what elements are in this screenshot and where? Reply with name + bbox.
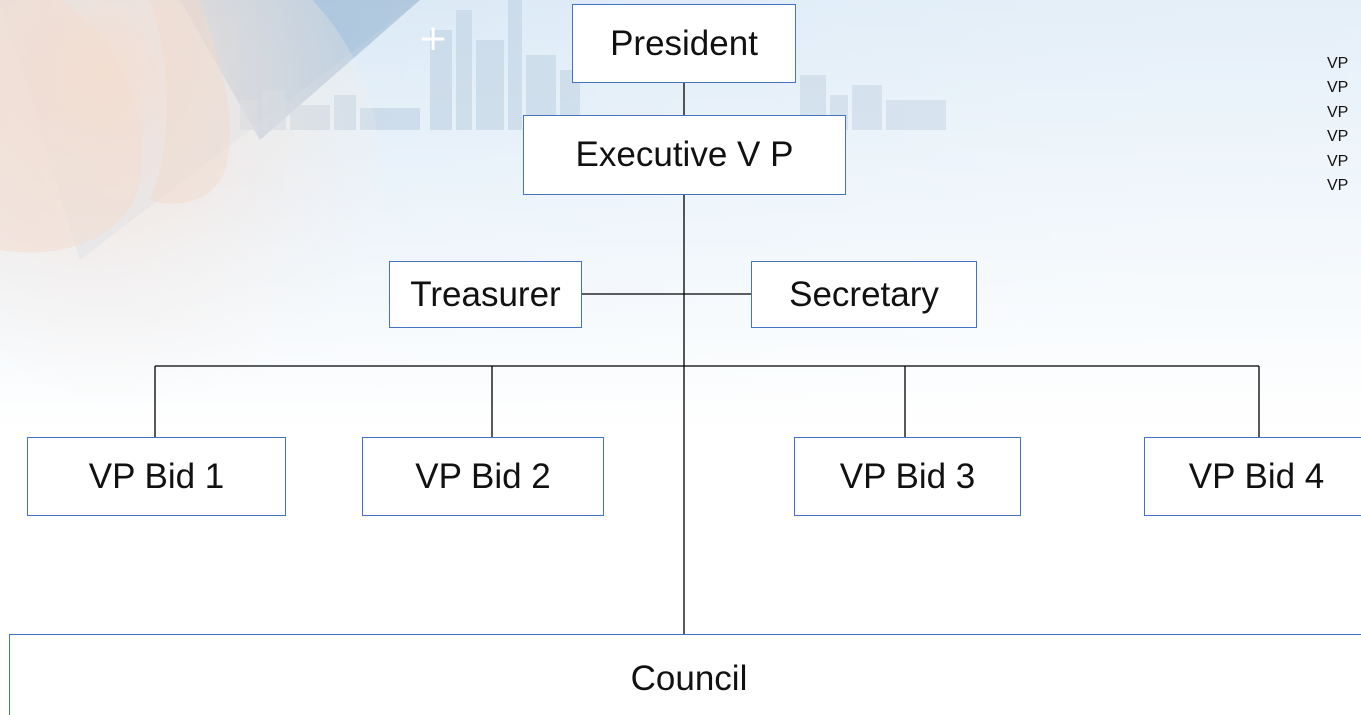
treasurer-box: Treasurer — [389, 261, 582, 328]
president-box: President — [572, 4, 796, 83]
secretary-box: Secretary — [751, 261, 977, 328]
vp-bid-4-box: VP Bid 4 — [1144, 437, 1361, 516]
side-list-item: VP — [1327, 79, 1349, 97]
vp-bid-3-box: VP Bid 3 — [794, 437, 1021, 516]
side-list-item: VP — [1327, 103, 1349, 121]
side-list-item: VP — [1327, 55, 1349, 72]
vp-bid-1-box: VP Bid 1 — [27, 437, 286, 516]
executive-vp-box: Executive V P — [523, 115, 846, 195]
vp-side-list: VP VP VP VP VP VP — [1327, 52, 1348, 198]
council-box: Council — [9, 634, 1361, 715]
vp-bid-2-box: VP Bid 2 — [362, 437, 604, 516]
side-list-item: VP — [1327, 152, 1349, 170]
side-list-item: VP — [1327, 176, 1349, 194]
side-list-item: VP — [1327, 128, 1349, 146]
